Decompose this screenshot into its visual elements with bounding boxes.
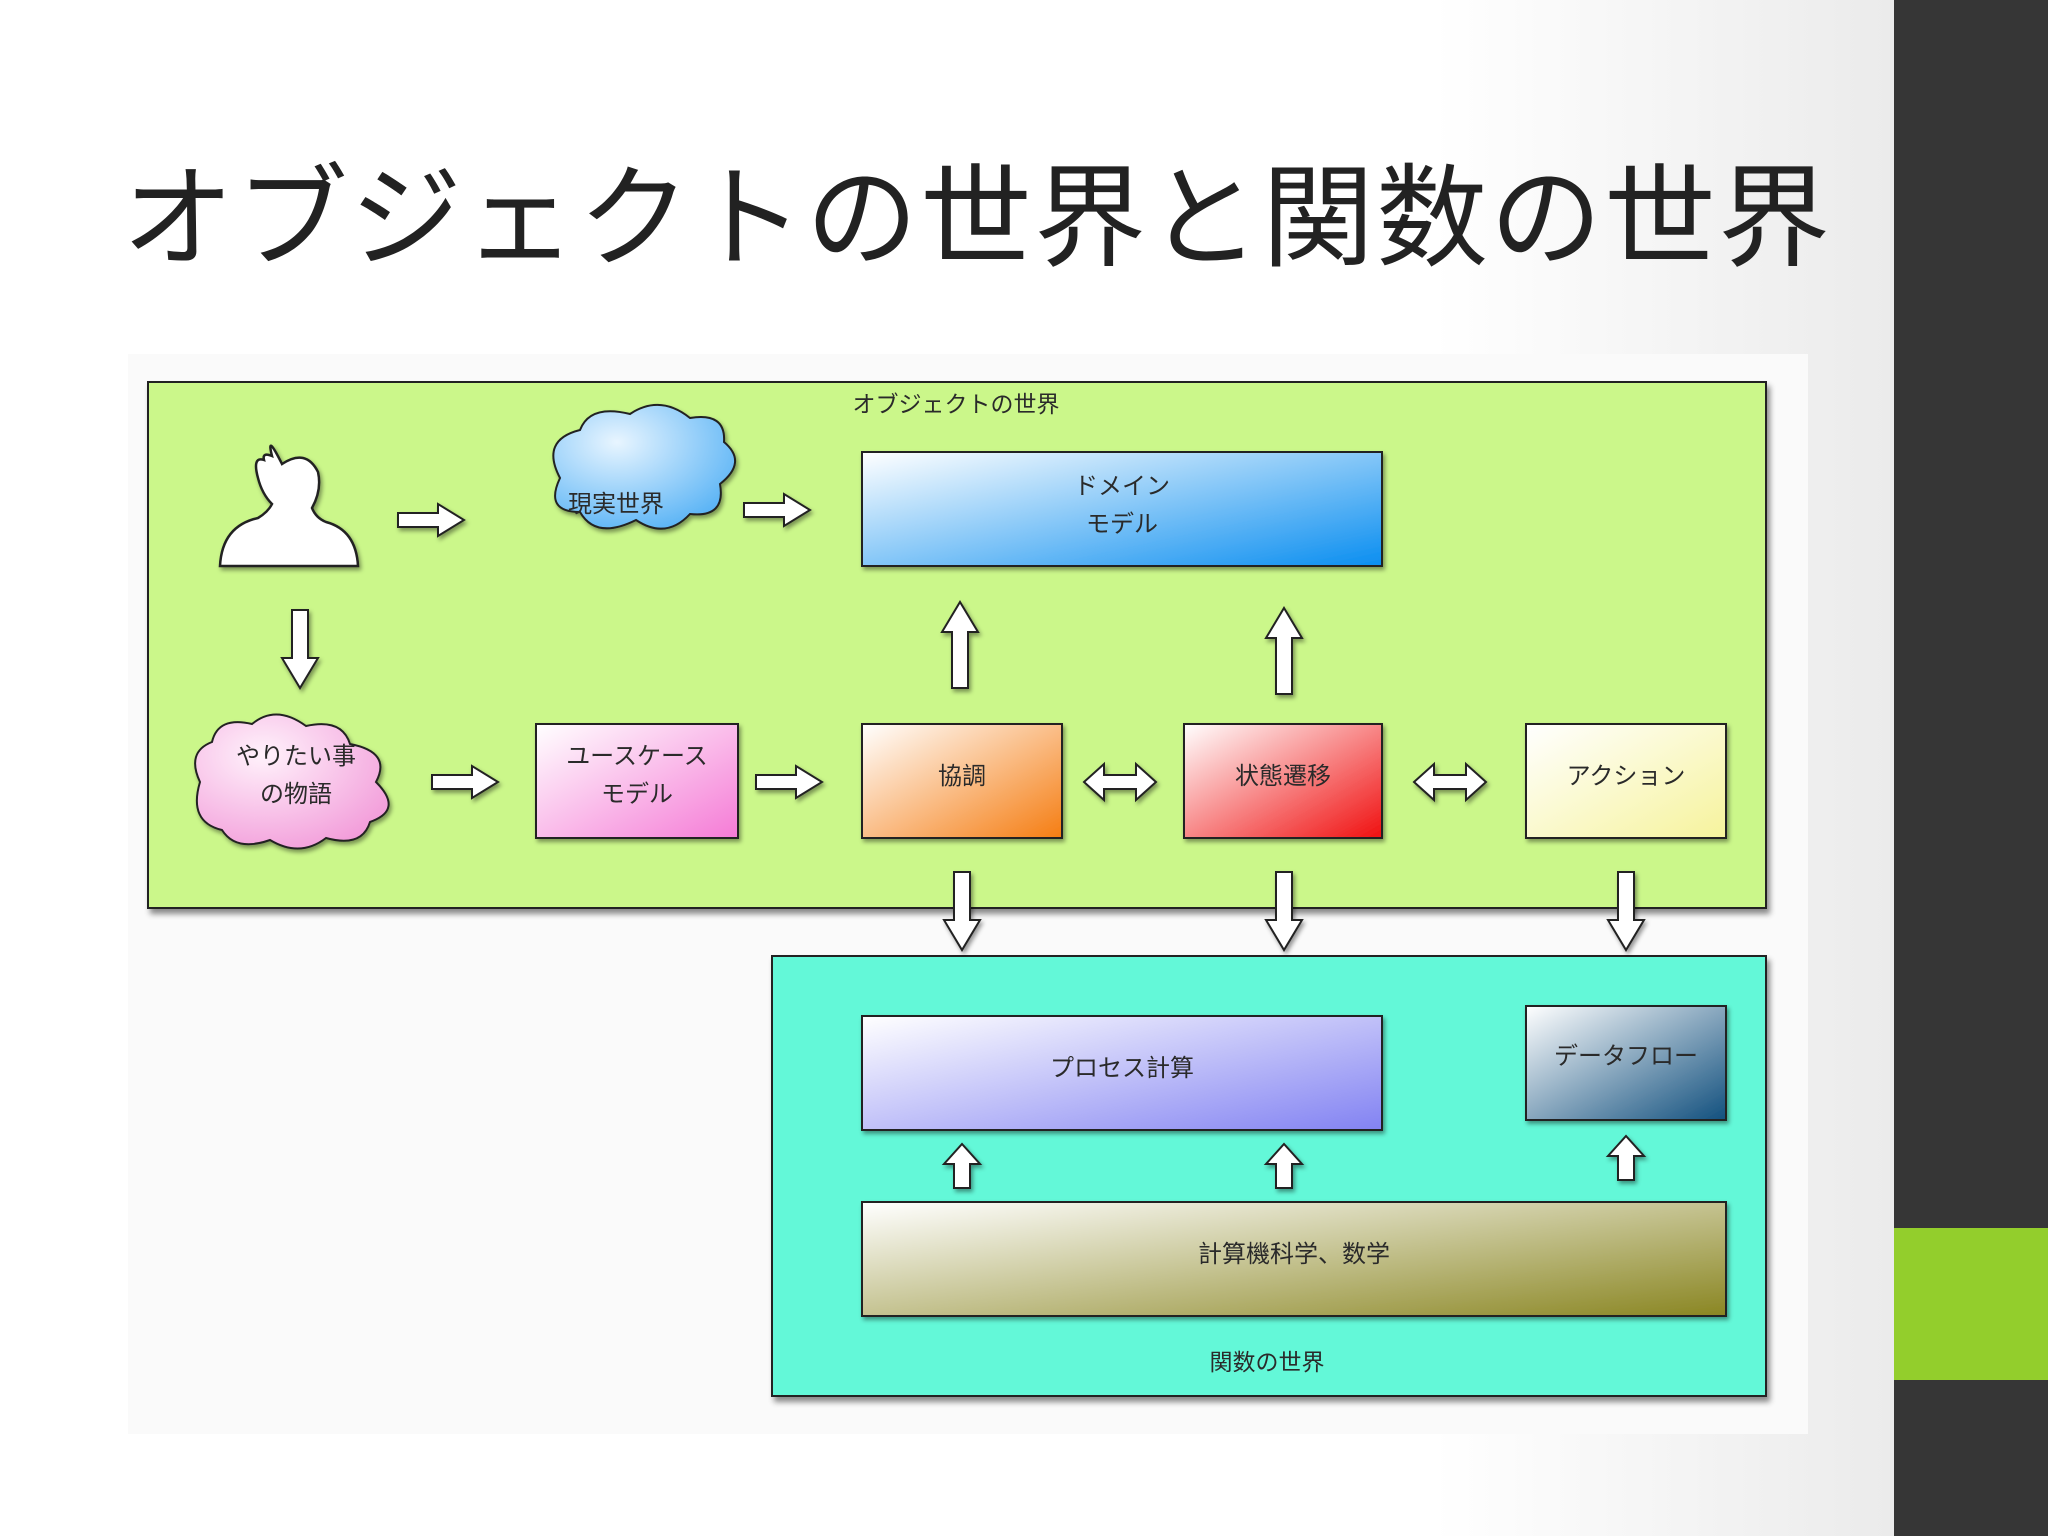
action-box: アクション	[1525, 723, 1727, 839]
state-transition-box: 状態遷移	[1183, 723, 1383, 839]
dataflow-label: データフロー	[1554, 1042, 1698, 1070]
state-transition-label: 状態遷移	[1235, 762, 1331, 790]
dataflow-box: データフロー	[1525, 1005, 1727, 1121]
person-icon	[218, 444, 360, 568]
function-world-label: 関数の世界	[1210, 1350, 1325, 1376]
usecase-model-box: ユースケース モデル	[535, 723, 739, 839]
usecase-model-line2: モデル	[601, 780, 673, 808]
usecase-model-line1: ユースケース	[566, 742, 708, 770]
want-story-cloud: やりたい事 の物語	[194, 713, 390, 850]
coordination-label: 協調	[938, 762, 986, 790]
sidebar-accent-bar	[1894, 1228, 2048, 1380]
cs-math-label: 計算機科学、数学	[1198, 1240, 1390, 1268]
action-label: アクション	[1567, 762, 1686, 790]
slide-title: オブジェクトの世界と関数の世界	[122, 154, 1832, 284]
process-calc-box: プロセス計算	[861, 1015, 1383, 1131]
coordination-box: 協調	[861, 723, 1063, 839]
real-world-cloud: 現実世界	[552, 403, 736, 530]
process-calc-label: プロセス計算	[1050, 1054, 1194, 1082]
object-world-label: オブジェクトの世界	[853, 392, 1060, 418]
want-story-line2: の物語	[260, 780, 332, 808]
domain-model-box: ドメイン モデル	[861, 451, 1383, 567]
domain-model-line2: モデル	[1086, 510, 1158, 538]
cs-math-box: 計算機科学、数学	[861, 1201, 1727, 1317]
want-story-line1: やりたい事	[236, 742, 356, 770]
domain-model-line1: ドメイン	[1074, 472, 1170, 500]
real-world-label: 現実世界	[568, 490, 664, 518]
